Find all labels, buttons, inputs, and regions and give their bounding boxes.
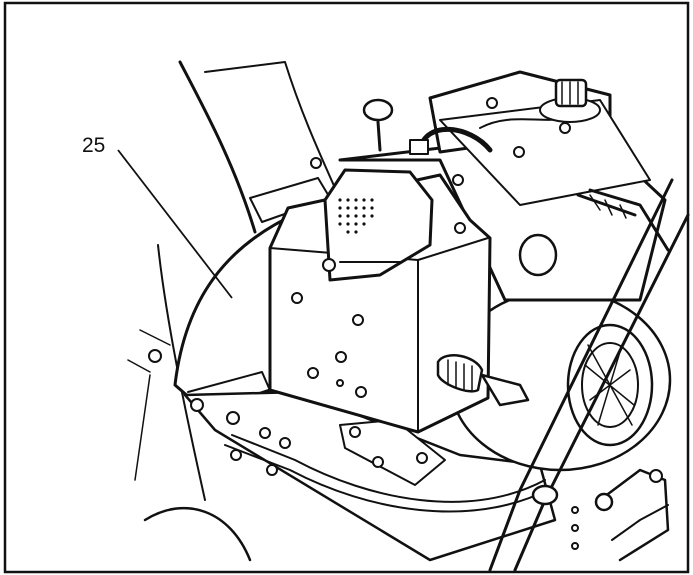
exhaust-shield: [322, 168, 434, 282]
callout-number-label: 25: [82, 134, 105, 157]
throttle-lever: [436, 354, 530, 407]
choke-knob: [362, 98, 394, 152]
spark-plug-wire: [409, 126, 493, 155]
fuel-cap: [539, 78, 601, 123]
figure-frame: [3, 1, 690, 574]
callout-leader-line: [117, 149, 233, 299]
handle-frame: [224, 178, 690, 572]
right-linkage: [594, 468, 670, 562]
